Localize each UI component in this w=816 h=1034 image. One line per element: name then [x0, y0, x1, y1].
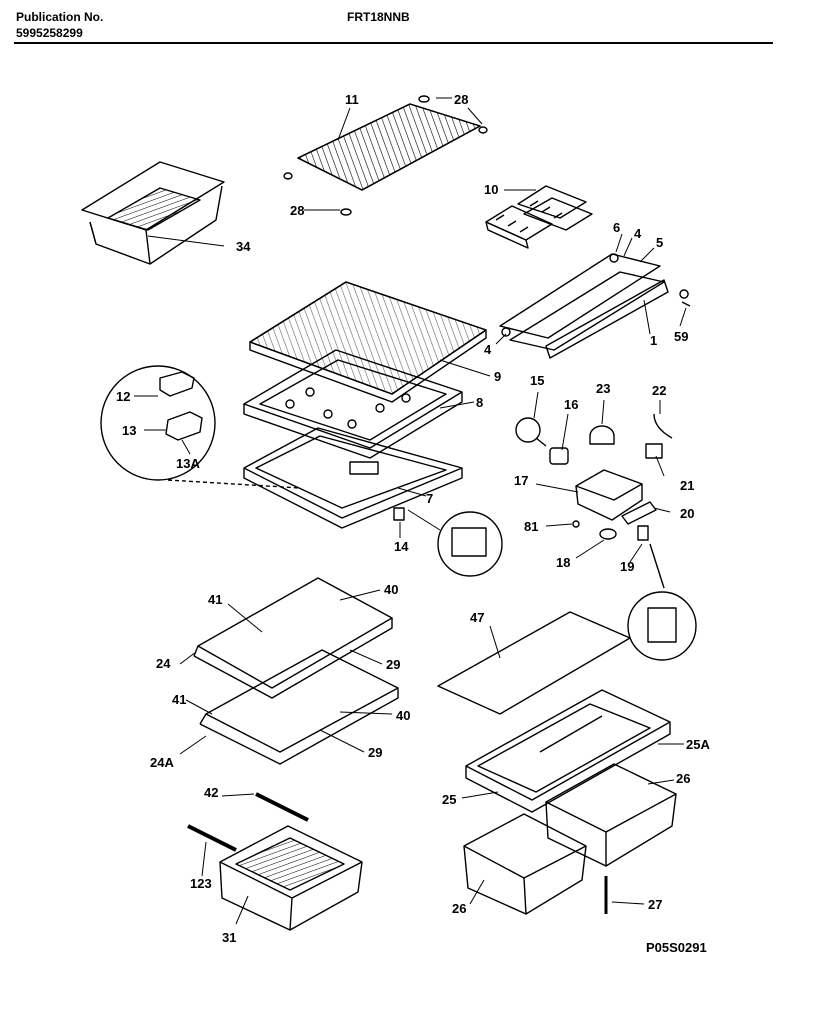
callout-1: 1 [650, 333, 657, 348]
callout-26: 26 [676, 771, 690, 786]
callout-14: 14 [394, 539, 409, 554]
callout-9: 9 [494, 369, 501, 384]
detail-circle [437, 511, 503, 577]
light-bulb [515, 417, 541, 443]
switch-detail [451, 527, 487, 557]
crisper-cover-frame [465, 689, 671, 813]
callout-8: 8 [476, 395, 483, 410]
wire-harness [653, 413, 673, 439]
callout-4: 4 [634, 226, 642, 241]
callout-24: 24 [156, 656, 171, 671]
knob [599, 528, 617, 540]
callout-13a: 13A [176, 456, 200, 471]
shelf-stop [283, 172, 293, 180]
callout-10: 10 [484, 182, 498, 197]
thermostat-knob [589, 425, 615, 445]
glass-shelf [193, 577, 393, 699]
screw [572, 520, 580, 528]
callout-34: 34 [236, 239, 251, 254]
callout-40: 40 [384, 582, 398, 597]
callout-24a: 24A [150, 755, 174, 770]
callout-31: 31 [222, 930, 236, 945]
crisper-shelf [243, 427, 463, 529]
connector [645, 443, 663, 459]
diagram-code: P05S0291 [646, 940, 707, 955]
callout-13: 13 [122, 423, 136, 438]
callout-20: 20 [680, 506, 694, 521]
callout-4: 4 [484, 342, 492, 357]
callout-5: 5 [656, 235, 663, 250]
crisper-pan [545, 763, 677, 867]
cantilever-bracket [159, 371, 195, 397]
callout-29: 29 [386, 657, 400, 672]
bracket [621, 501, 657, 525]
callout-18: 18 [556, 555, 570, 570]
callout-21: 21 [680, 478, 694, 493]
publication-label: Publication No. [16, 10, 104, 24]
callout-15: 15 [530, 373, 544, 388]
callout-25a: 25A [686, 737, 710, 752]
publication-number: 5995258299 [16, 26, 83, 40]
shelf-stop [340, 208, 352, 216]
callout-19: 19 [620, 559, 634, 574]
light-switch [637, 525, 649, 541]
callout-17: 17 [514, 473, 528, 488]
detail-circle [627, 591, 697, 661]
shelf-stop [478, 126, 488, 134]
callout-41: 41 [208, 592, 222, 607]
callout-25: 25 [442, 792, 456, 807]
callout-22: 22 [652, 383, 666, 398]
light-socket [549, 447, 569, 465]
callout-81: 81 [524, 519, 538, 534]
callout-12: 12 [116, 389, 130, 404]
shelf-rail [499, 253, 691, 359]
detail-circle [100, 365, 216, 481]
callout-28: 28 [454, 92, 468, 107]
control-housing [575, 469, 643, 521]
callout-59: 59 [674, 329, 688, 344]
shelf-support [165, 411, 203, 441]
callout-41: 41 [172, 692, 186, 707]
callout-42: 42 [204, 785, 218, 800]
crisper-cover-glass [437, 611, 631, 715]
ice-bucket [81, 161, 225, 265]
callout-23: 23 [596, 381, 610, 396]
shelf-frame [243, 349, 463, 459]
model-number: FRT18NNB [347, 10, 410, 24]
callout-29: 29 [368, 745, 382, 760]
glass-shelf [249, 281, 487, 403]
callout-27: 27 [648, 897, 662, 912]
callout-7: 7 [426, 491, 433, 506]
header-rule [14, 42, 773, 44]
shelf-stop [418, 95, 430, 103]
ice-tray [485, 185, 593, 249]
callout-11: 11 [345, 92, 359, 107]
wire-shelf [297, 103, 481, 191]
drawer-rail [255, 792, 309, 822]
drawer-rail [187, 824, 237, 852]
meat-keeper-drawer [219, 825, 363, 931]
callout-47: 47 [470, 610, 484, 625]
callout-28: 28 [290, 203, 304, 218]
callout-16: 16 [564, 397, 578, 412]
switch-detail [647, 607, 677, 643]
callout-123: 123 [190, 876, 212, 891]
callout-6: 6 [613, 220, 620, 235]
crisper-pan [463, 813, 587, 915]
glass-shelf [199, 649, 399, 765]
callout-40: 40 [396, 708, 410, 723]
callout-26: 26 [452, 901, 466, 916]
switch [393, 507, 405, 521]
